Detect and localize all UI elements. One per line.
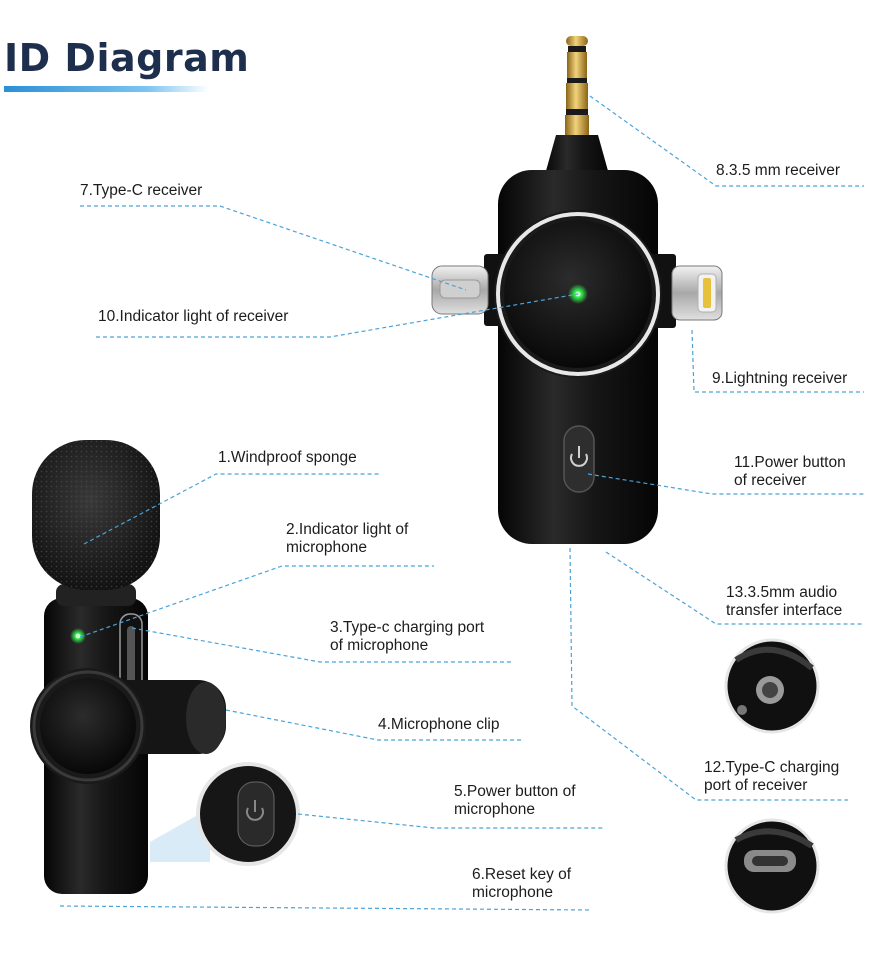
label-mic-indicator-light: 2.Indicator light of microphone xyxy=(286,521,409,556)
label-microphone-clip: 4.Microphone clip xyxy=(378,716,500,733)
leader-10 xyxy=(96,293,579,338)
label-3-5mm-receiver: 8.3.5 mm receiver xyxy=(716,162,841,179)
label-mic-power-button: 5.Power button of microphone xyxy=(454,783,576,818)
leader-13 xyxy=(605,551,864,625)
title-underline xyxy=(4,86,209,92)
microphone xyxy=(30,440,226,894)
receiver xyxy=(431,36,723,544)
label-receiver-charging-port: 12.Type-C charging port of receiver xyxy=(704,759,840,794)
leader-6 xyxy=(59,905,591,911)
jack-3-5mm-connector xyxy=(565,36,589,135)
leader-7 xyxy=(80,205,467,291)
diagram-title: ID Diagram xyxy=(4,36,250,80)
leader-5 xyxy=(297,813,604,829)
leader-2 xyxy=(79,565,434,638)
label-audio-transfer-interface: 13.3.5mm audio transfer interface xyxy=(726,584,843,619)
leader-4 xyxy=(225,709,524,741)
label-mic-charging-port: 3.Type-c charging port of microphone xyxy=(330,619,485,654)
leader-8 xyxy=(589,95,864,187)
label-type-c-receiver: 7.Type-C receiver xyxy=(80,182,203,199)
leader-3 xyxy=(131,627,514,663)
zoom-inset-receiver-charging-port xyxy=(724,818,820,914)
leader-11 xyxy=(587,473,864,495)
label-lightning-receiver: 9.Lightning receiver xyxy=(712,370,848,387)
zoom-inset-audio-interface xyxy=(724,638,820,734)
label-receiver-indicator-light: 10.Indicator light of receiver xyxy=(98,308,289,325)
leader-1 xyxy=(83,473,380,545)
leader-9 xyxy=(691,329,864,393)
label-mic-reset-key: 6.Reset key of microphone xyxy=(472,866,572,901)
zoom-inset-mic-power-button xyxy=(150,762,300,866)
label-receiver-power-button: 11.Power button of receiver xyxy=(734,454,846,489)
leader-lines xyxy=(59,95,864,911)
label-windproof-sponge: 1.Windproof sponge xyxy=(218,449,357,466)
leader-12 xyxy=(569,547,848,801)
